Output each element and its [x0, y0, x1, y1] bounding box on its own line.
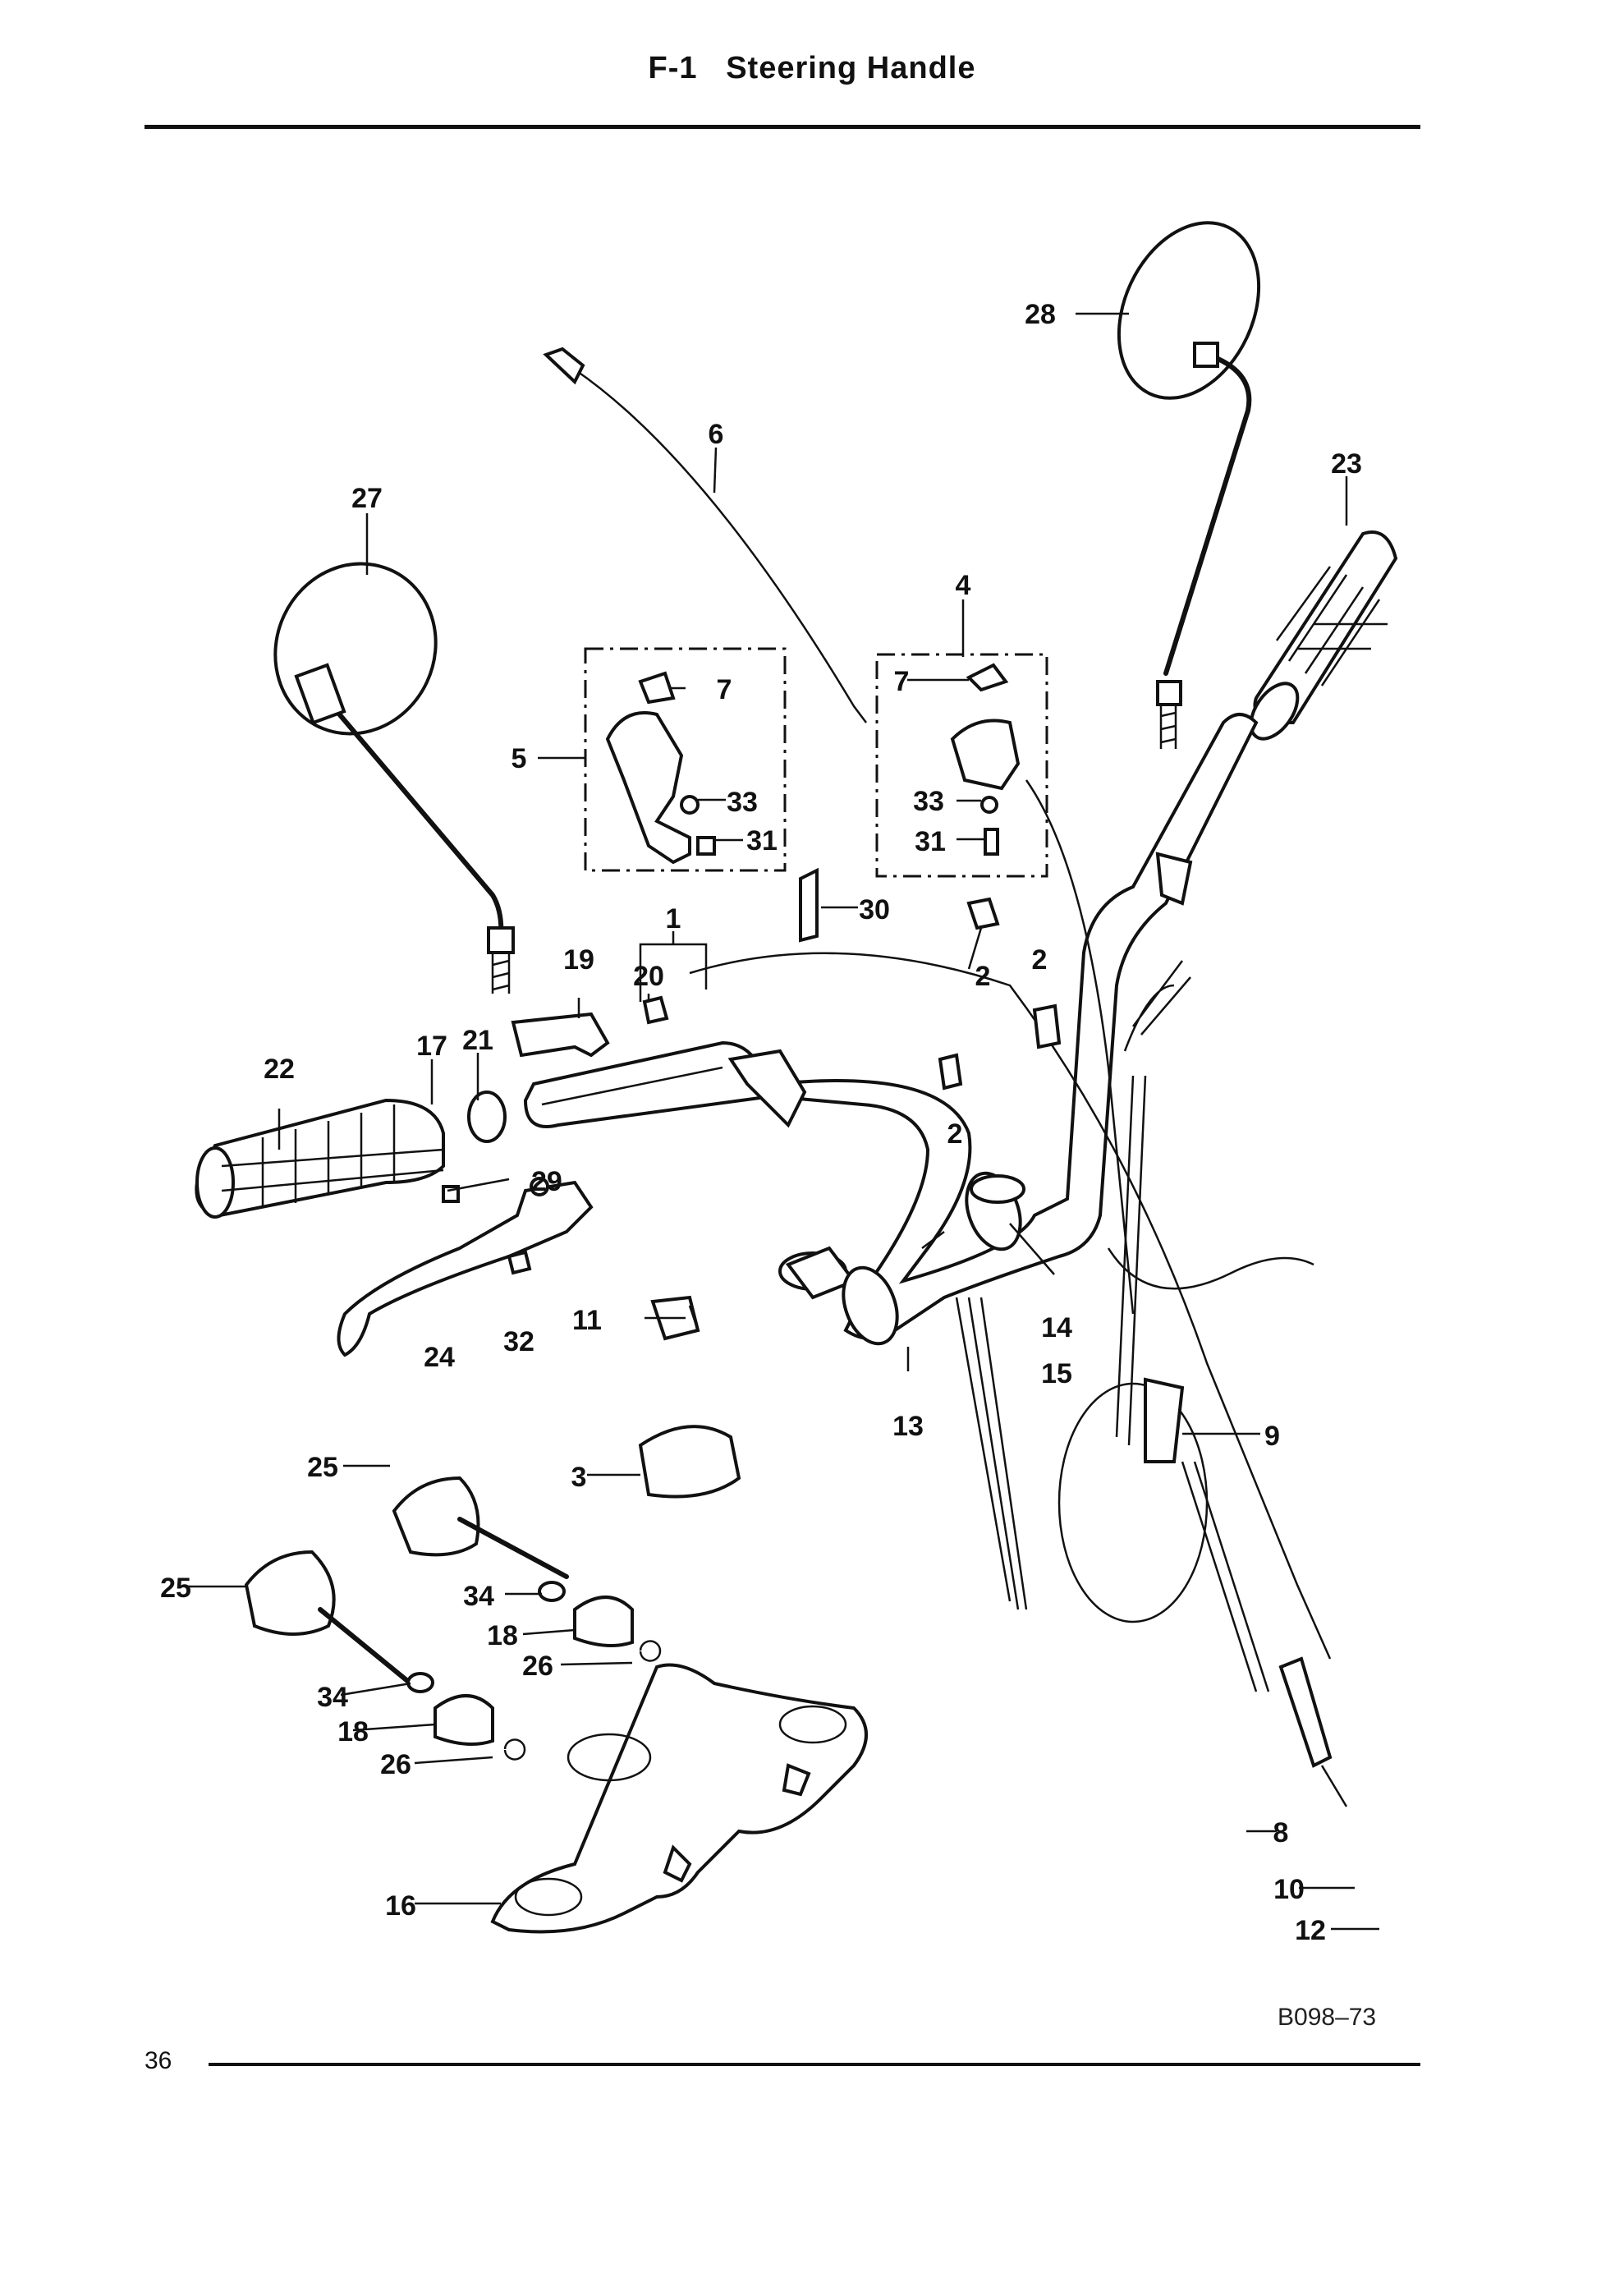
callout-17: 17: [416, 1031, 447, 1062]
callout-19: 19: [563, 944, 594, 976]
left-mirror-drawing: [273, 562, 515, 994]
callout-25-upper: 25: [307, 1452, 338, 1483]
left-grip-drawing: [195, 1098, 445, 1219]
callout-21: 21: [462, 1025, 493, 1056]
callout-34-lower: 34: [317, 1682, 348, 1713]
callout-20: 20: [633, 961, 664, 992]
callout-15: 15: [1041, 1358, 1072, 1389]
callout-3: 3: [571, 1462, 587, 1493]
handle-holder-drawing: [244, 1476, 868, 1934]
callout-28: 28: [1025, 299, 1056, 330]
cables-drawing: [543, 347, 1348, 1807]
callout-34-upper: 34: [463, 1581, 494, 1612]
footer-rule: [209, 2063, 1420, 2066]
header-rule: [145, 125, 1420, 129]
callout-18-lower: 18: [337, 1716, 369, 1747]
callout-31-left: 31: [746, 825, 778, 856]
handlebar-drawing: [523, 713, 1259, 1346]
callout-1: 1: [666, 903, 681, 934]
left-switch-housing-drawing: [584, 647, 787, 872]
callout-32: 32: [503, 1326, 534, 1357]
callout-26-upper: 26: [522, 1651, 553, 1682]
callout-4: 4: [956, 570, 971, 601]
callout-2-right: 2: [1032, 944, 1048, 976]
page-number: 36: [145, 2047, 172, 2074]
callout-7-right: 7: [894, 666, 910, 697]
callout-16: 16: [385, 1890, 416, 1922]
callout-13: 13: [892, 1411, 924, 1442]
callout-7-left: 7: [717, 674, 732, 705]
callout-27: 27: [351, 483, 383, 514]
right-grip-drawing: [1249, 530, 1398, 741]
callout-12: 12: [1295, 1915, 1326, 1946]
callout-26-lower: 26: [380, 1749, 411, 1780]
page-title: F-1 Steering Handle: [648, 51, 976, 85]
callout-30: 30: [859, 894, 890, 925]
callout-9: 9: [1264, 1421, 1280, 1452]
callout-25-lower: 25: [160, 1573, 191, 1604]
callout-6: 6: [709, 419, 724, 450]
callout-22: 22: [264, 1054, 295, 1085]
callout-14: 14: [1041, 1312, 1072, 1343]
callout-10: 10: [1273, 1874, 1305, 1905]
figure-code: B098–73: [1278, 2004, 1377, 2031]
callout-33-right: 33: [913, 786, 944, 817]
callout-23: 23: [1331, 448, 1362, 480]
callout-5: 5: [512, 743, 527, 774]
callout-8: 8: [1273, 1817, 1289, 1848]
callout-24: 24: [424, 1342, 455, 1373]
callout-11: 11: [572, 1305, 602, 1336]
callout-2-upper: 2: [975, 961, 991, 992]
callout-31-right: 31: [915, 826, 946, 857]
right-switch-housing-drawing: [875, 653, 1048, 878]
leader-lines: [186, 312, 1379, 1931]
small-parts-drawing: [442, 867, 1062, 1499]
callout-18-upper: 18: [487, 1620, 518, 1651]
callout-labels: 27 28 23 6 4 5 7 7 33 31 33 31 30 1 2 2 …: [160, 299, 1362, 1946]
lever-drawing: [337, 1177, 594, 1357]
right-mirror-drawing: [1117, 221, 1261, 749]
callout-2-lower: 2: [947, 1118, 963, 1150]
callout-33-left: 33: [727, 787, 758, 818]
callout-29: 29: [531, 1166, 562, 1197]
